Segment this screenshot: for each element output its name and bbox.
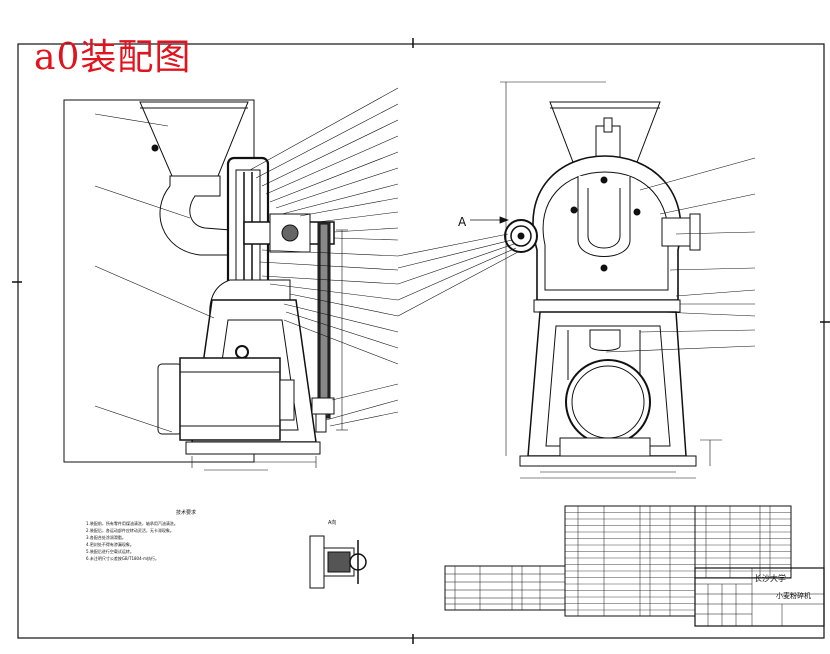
technical-notes: 技术要求 1.装配前，所有零件用煤油清洗，轴承用汽油清洗。 2.装配后，各运动部… [86, 510, 266, 562]
title-block [694, 567, 825, 627]
technical-note-line: 2.装配后，各运动部件应转动灵活，无卡滞现象。 [86, 528, 174, 533]
technical-note-line: 4.密封处不得有渗漏现象。 [86, 542, 134, 547]
front-view [500, 81, 722, 479]
bom-table-left [444, 565, 566, 611]
technical-note-line: 3.各配合处涂润滑脂。 [86, 535, 126, 540]
leader-lines-left [94, 87, 399, 433]
bom-table-main [564, 505, 696, 617]
outer-border [17, 43, 825, 639]
technical-note-line: 6.未注明尺寸公差按GB/T1804-m执行。 [86, 556, 159, 561]
detail-view-label: A向 [328, 519, 336, 526]
section-arrow [470, 216, 510, 224]
detail-view-a [309, 535, 367, 589]
title-block-school: 长沙大学 [754, 573, 786, 583]
bom-table-right [694, 505, 792, 579]
leader-lines-right [397, 157, 756, 353]
centering-marks [12, 38, 830, 644]
technical-notes-heading: 技术要求 [175, 510, 196, 516]
title-block-drawing-name: 小麦粉碎机 [776, 591, 811, 600]
drawing-title: a0装配图 [34, 37, 192, 78]
side-section-view [63, 99, 348, 471]
technical-note-line: 1.装配前，所有零件用煤油清洗，轴承用汽油清洗。 [86, 521, 178, 526]
technical-note-line: 5.装配后进行空载试运转。 [86, 549, 134, 554]
section-marker-label: A [458, 215, 467, 229]
